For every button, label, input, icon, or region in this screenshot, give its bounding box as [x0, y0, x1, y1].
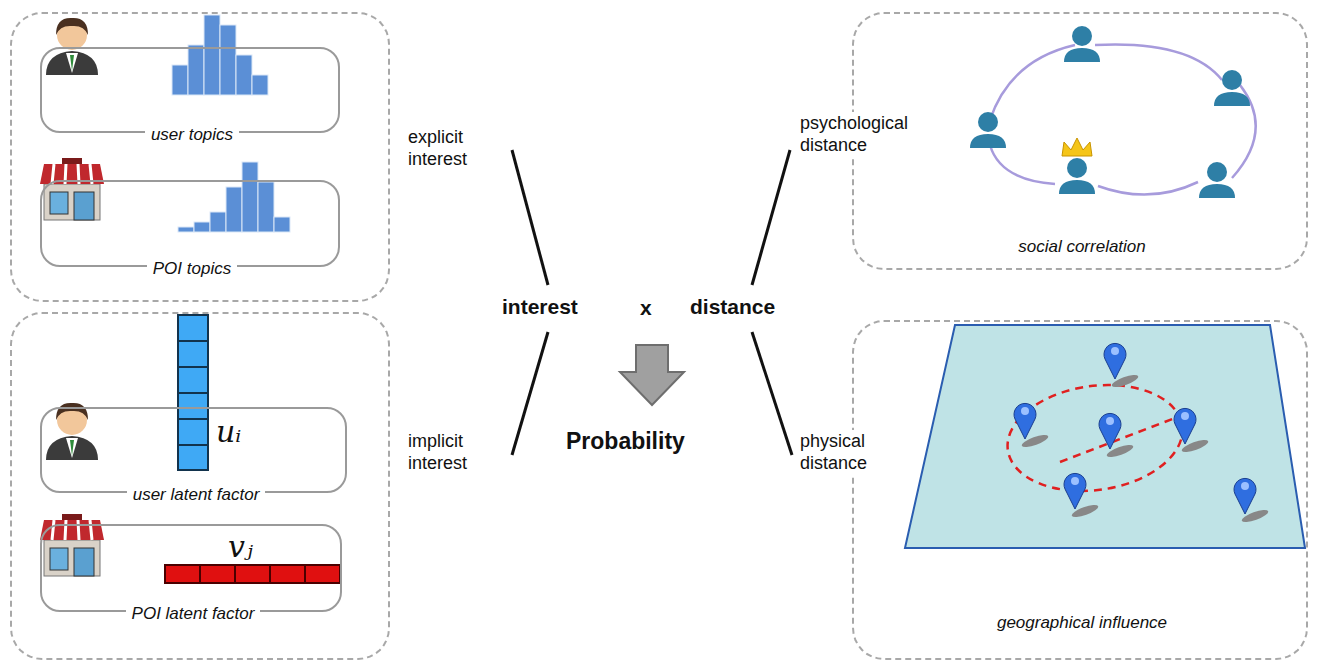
result-word: Probability	[566, 430, 685, 452]
caption: POI topics	[147, 258, 237, 280]
factor-word: distance	[690, 296, 775, 318]
topic-panel: user topicsPOI topics	[10, 12, 390, 302]
operator: x	[640, 297, 652, 319]
caption: user latent factor	[127, 484, 266, 506]
caption: user topics	[145, 124, 239, 146]
caption: social correlation	[1012, 236, 1152, 258]
geo-panel: geographical influence	[852, 320, 1308, 660]
user-topics-box: user topics	[40, 47, 340, 133]
interest-type: explicit interest	[408, 126, 504, 170]
factor-word: interest	[502, 296, 578, 318]
caption: geographical influence	[991, 612, 1173, 634]
user-latent-box: uᵢuser latent factor	[40, 407, 347, 493]
vector-symbol: vⱼ	[228, 530, 253, 564]
interest-type: implicit interest	[408, 430, 504, 474]
poi-topics-box: POI topics	[40, 180, 340, 267]
caption: POI latent factor	[126, 603, 261, 625]
vector-symbol: uᵢ	[216, 415, 241, 449]
social-panel: social correlation	[852, 12, 1308, 270]
distance-type: physical distance	[800, 430, 920, 474]
latent-panel: uᵢuser latent factorvⱼPOI latent factor	[10, 312, 390, 660]
distance-type: psychological distance	[800, 112, 920, 156]
poi-latent-box: vⱼPOI latent factor	[40, 524, 342, 612]
